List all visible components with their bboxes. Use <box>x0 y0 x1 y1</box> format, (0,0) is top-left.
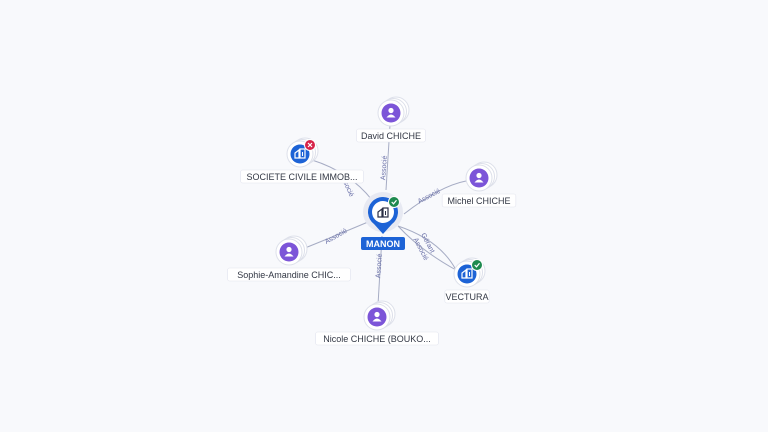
edge-label: Associé <box>324 227 349 245</box>
node-label-text: David CHICHE <box>361 131 421 141</box>
building-icon <box>461 268 473 279</box>
nodes-layer: David CHICHE SOCIETE CIVILE IMMOB... Miche… <box>227 96 517 346</box>
node-sophie[interactable]: Sophie-Amandine CHIC... <box>227 235 351 282</box>
node-label: SOCIETE CIVILE IMMOB... <box>240 169 364 184</box>
edge-label: Associé <box>380 155 389 180</box>
node-nicole[interactable]: Nicole CHICHE (BOUKO... <box>315 300 439 346</box>
node-label: Nicole CHICHE (BOUKO... <box>315 331 439 346</box>
center-label: MANON <box>366 239 400 249</box>
center-node[interactable]: MANON <box>361 192 405 250</box>
building-icon <box>377 207 389 218</box>
node-label: VECTURA <box>444 289 490 304</box>
closed-badge-icon <box>304 139 316 151</box>
edge-michel <box>403 180 467 215</box>
active-badge-icon <box>388 196 400 208</box>
node-label: Sophie-Amandine CHIC... <box>227 267 351 282</box>
node-label: David CHICHE <box>356 128 426 143</box>
node-label-text: Sophie-Amandine CHIC... <box>237 270 341 280</box>
node-label-text: Nicole CHICHE (BOUKO... <box>323 334 431 344</box>
node-sci[interactable]: SOCIETE CIVILE IMMOB... <box>240 137 364 184</box>
node-label-text: SOCIETE CIVILE IMMOB... <box>246 172 357 182</box>
node-label-text: VECTURA <box>445 292 488 302</box>
node-david[interactable]: David CHICHE <box>356 96 426 143</box>
node-vectura[interactable]: VECTURA <box>444 257 490 304</box>
edge-label: Associé <box>417 188 442 206</box>
node-label-text: Michel CHICHE <box>447 196 510 206</box>
edge-vectura <box>397 225 457 271</box>
person-icon <box>474 172 484 183</box>
active-badge-icon <box>471 259 483 271</box>
building-icon <box>294 148 306 159</box>
person-icon <box>372 311 382 322</box>
edge-label: Associé <box>375 253 384 278</box>
node-label: Michel CHICHE <box>441 193 517 208</box>
person-icon <box>386 107 396 118</box>
person-icon <box>284 246 294 257</box>
node-michel[interactable]: Michel CHICHE <box>441 161 517 208</box>
center-label-bg <box>361 237 405 250</box>
